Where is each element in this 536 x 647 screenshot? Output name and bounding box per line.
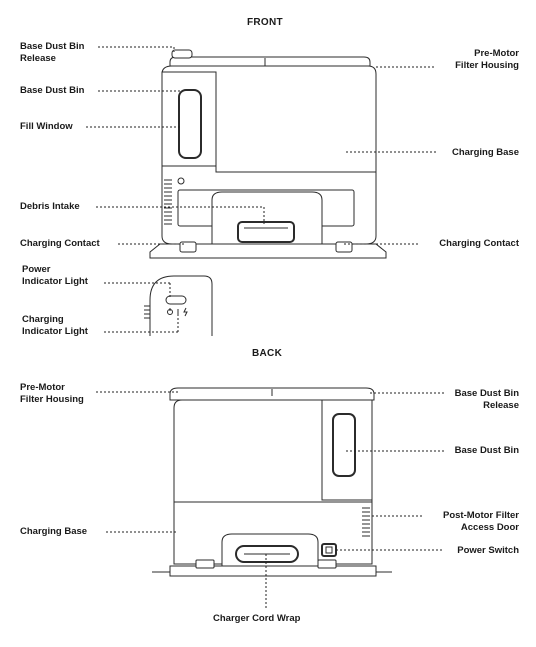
- label-power-indicator-light: Power Indicator Light: [22, 264, 88, 287]
- label-back-base-dust-bin-release: Base Dust Bin Release: [454, 388, 519, 411]
- indicator-inset: [149, 275, 213, 336]
- front-view-drawing: [144, 49, 387, 336]
- label-charging-base: Charging Base: [451, 147, 519, 158]
- label-back-pre-motor-filter-housing: Pre-Motor Filter Housing: [20, 382, 84, 405]
- label-charging-contact-left: Charging Contact: [20, 238, 100, 249]
- front-release-button: [171, 49, 193, 59]
- front-heading: FRONT: [247, 17, 283, 28]
- label-debris-intake: Debris Intake: [20, 201, 80, 212]
- label-charging-indicator-light: Charging Indicator Light: [22, 314, 88, 337]
- front-debris-intake: [237, 221, 295, 243]
- label-power-switch: Power Switch: [457, 545, 519, 556]
- label-back-charging-base: Charging Base: [20, 526, 88, 537]
- label-base-dust-bin-release: Base Dust Bin Release: [20, 41, 85, 64]
- back-view-drawing: [152, 387, 392, 577]
- power-symbol-icon: [167, 308, 173, 315]
- label-charging-contact-right: Charging Contact: [439, 238, 519, 249]
- power-indicator-light: [165, 295, 187, 305]
- label-back-base-dust-bin: Base Dust Bin: [454, 445, 519, 456]
- back-power-switch: [321, 543, 337, 557]
- label-fill-window: Fill Window: [20, 121, 73, 132]
- label-pre-motor-filter-housing: Pre-Motor Filter Housing: [455, 48, 519, 71]
- front-fill-window: [178, 89, 202, 159]
- label-base-dust-bin: Base Dust Bin: [20, 85, 85, 96]
- label-post-motor-filter-access-door: Post-Motor Filter Access Door: [443, 510, 519, 533]
- label-charger-cord-wrap: Charger Cord Wrap: [213, 613, 301, 624]
- lightning-bolt-icon: [183, 307, 188, 317]
- back-heading: BACK: [252, 348, 283, 359]
- back-dust-bin-window: [332, 413, 356, 477]
